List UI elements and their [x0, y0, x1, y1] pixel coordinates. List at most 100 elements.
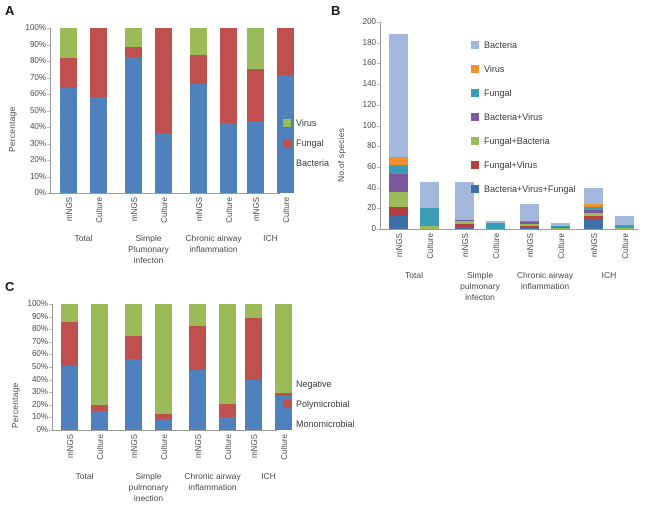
bar-segment[interactable]	[247, 28, 264, 70]
bar-segment[interactable]	[455, 223, 474, 227]
bar-stack[interactable]	[486, 22, 505, 229]
bar-segment[interactable]	[219, 403, 236, 418]
bar-stack[interactable]	[615, 22, 634, 229]
bar-stack[interactable]	[551, 22, 570, 229]
bar-stack[interactable]	[220, 28, 237, 193]
bar-segment[interactable]	[455, 182, 474, 220]
bar-segment[interactable]	[91, 304, 108, 405]
bar-segment[interactable]	[125, 358, 142, 430]
bar-segment[interactable]	[155, 413, 172, 419]
bar-segment[interactable]	[486, 222, 505, 229]
bar-segment[interactable]	[155, 132, 172, 193]
bar-stack[interactable]	[155, 304, 172, 430]
legend-item[interactable]: Fungal	[471, 88, 575, 98]
bar-segment[interactable]	[520, 226, 539, 229]
bar-segment[interactable]	[455, 219, 474, 221]
bar-stack[interactable]	[125, 304, 142, 430]
legend-item[interactable]: Fungal	[283, 138, 329, 148]
bar-segment[interactable]	[389, 191, 408, 208]
bar-segment[interactable]	[615, 224, 634, 228]
bar-segment[interactable]	[389, 164, 408, 175]
bar-segment[interactable]	[61, 365, 78, 430]
legend-item[interactable]: Bacteria	[283, 158, 329, 168]
bar-stack[interactable]	[60, 28, 77, 193]
bar-segment[interactable]	[189, 325, 206, 370]
bar-segment[interactable]	[125, 28, 142, 47]
legend-item[interactable]: Bacteria	[471, 40, 575, 50]
bar-stack[interactable]	[245, 304, 262, 430]
bar-segment[interactable]	[520, 223, 539, 226]
bar-segment[interactable]	[125, 335, 142, 359]
bar-segment[interactable]	[520, 225, 539, 227]
bar-segment[interactable]	[219, 417, 236, 430]
bar-segment[interactable]	[275, 304, 292, 394]
legend-item[interactable]: Bacteria+Virus+Fungal	[471, 184, 575, 194]
bar-segment[interactable]	[245, 304, 262, 318]
bar-segment[interactable]	[520, 220, 539, 222]
bar-segment[interactable]	[551, 225, 570, 227]
bar-segment[interactable]	[584, 207, 603, 211]
bar-segment[interactable]	[275, 393, 292, 397]
bar-stack[interactable]	[219, 304, 236, 430]
bar-segment[interactable]	[389, 207, 408, 215]
legend-item[interactable]: Fungal+Virus	[471, 160, 575, 170]
legend-item[interactable]: Negative	[283, 379, 355, 389]
bar-segment[interactable]	[60, 58, 77, 89]
bar-stack[interactable]	[247, 28, 264, 193]
bar-segment[interactable]	[615, 215, 634, 225]
bar-segment[interactable]	[60, 28, 77, 59]
bar-segment[interactable]	[125, 46, 142, 58]
bar-segment[interactable]	[155, 304, 172, 414]
bar-segment[interactable]	[190, 55, 207, 85]
bar-segment[interactable]	[190, 28, 207, 56]
bar-segment[interactable]	[125, 304, 142, 336]
bar-segment[interactable]	[189, 369, 206, 430]
bar-segment[interactable]	[420, 182, 439, 209]
bar-segment[interactable]	[551, 222, 570, 226]
bar-segment[interactable]	[220, 28, 237, 124]
bar-stack[interactable]	[90, 28, 107, 193]
bar-segment[interactable]	[389, 174, 408, 192]
bar-segment[interactable]	[90, 96, 107, 193]
bar-segment[interactable]	[189, 304, 206, 326]
legend-item[interactable]: Polymicrobial	[283, 399, 355, 409]
bar-segment[interactable]	[245, 380, 262, 430]
bar-segment[interactable]	[520, 204, 539, 221]
bar-segment[interactable]	[90, 28, 107, 97]
bar-segment[interactable]	[584, 204, 603, 208]
bar-segment[interactable]	[245, 317, 262, 381]
bar-segment[interactable]	[277, 28, 294, 76]
bar-stack[interactable]	[455, 22, 474, 229]
bar-segment[interactable]	[420, 208, 439, 226]
bar-segment[interactable]	[551, 226, 570, 228]
bar-segment[interactable]	[219, 304, 236, 404]
bar-segment[interactable]	[91, 404, 108, 412]
bar-segment[interactable]	[125, 57, 142, 193]
bar-segment[interactable]	[155, 418, 172, 430]
bar-segment[interactable]	[584, 187, 603, 205]
bar-segment[interactable]	[220, 123, 237, 193]
bar-segment[interactable]	[91, 411, 108, 430]
bar-stack[interactable]	[91, 304, 108, 430]
bar-segment[interactable]	[551, 227, 570, 229]
bar-segment[interactable]	[615, 227, 634, 229]
bar-segment[interactable]	[61, 321, 78, 366]
bar-segment[interactable]	[455, 226, 474, 229]
bar-segment[interactable]	[389, 214, 408, 229]
legend-item[interactable]: Bacteria+Virus	[471, 112, 575, 122]
bar-stack[interactable]	[389, 22, 408, 229]
bar-segment[interactable]	[520, 221, 539, 224]
legend-item[interactable]: Monomicrobial	[283, 419, 355, 429]
bar-segment[interactable]	[486, 220, 505, 223]
bar-segment[interactable]	[455, 220, 474, 224]
bar-stack[interactable]	[420, 22, 439, 229]
bar-segment[interactable]	[584, 213, 603, 216]
bar-segment[interactable]	[389, 34, 408, 157]
bar-segment[interactable]	[61, 304, 78, 322]
bar-segment[interactable]	[584, 210, 603, 214]
bar-stack[interactable]	[520, 22, 539, 229]
bar-stack[interactable]	[155, 28, 172, 193]
bar-segment[interactable]	[190, 84, 207, 193]
bar-stack[interactable]	[584, 22, 603, 229]
bar-segment[interactable]	[247, 120, 264, 193]
